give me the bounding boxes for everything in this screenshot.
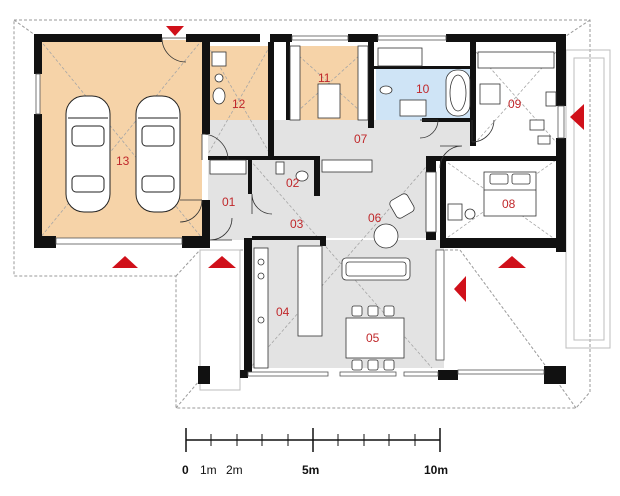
- armchair: [389, 193, 415, 219]
- room-label-02: 02: [286, 176, 300, 190]
- windows: [35, 35, 565, 377]
- room-label-06: 06: [368, 211, 382, 225]
- scale-label-0: 0: [182, 463, 189, 477]
- walls: [34, 34, 566, 384]
- room-label-04: 04: [276, 305, 290, 319]
- entrance-arrow-icon: [112, 26, 584, 302]
- terrace-right: [565, 49, 611, 349]
- room-label-05: 05: [366, 331, 380, 345]
- room-label-13: 13: [116, 154, 130, 168]
- round-table: [373, 223, 399, 249]
- wardrobe: [209, 159, 437, 233]
- scale-bar: 0 1m 2m 5m 10m: [182, 428, 448, 477]
- sofa-icon: [341, 257, 411, 281]
- room-label-10: 10: [416, 82, 430, 96]
- room-label-01: 01: [222, 195, 236, 209]
- scale-label-1m: 1m: [200, 463, 217, 477]
- room-labels: 01 02 03 04 05 06 07 08 09 10 11 12 13: [116, 71, 522, 345]
- room-label-03: 03: [290, 217, 304, 231]
- room-label-11: 11: [318, 71, 331, 85]
- bathtub-icon: [445, 69, 471, 117]
- kitchen-counter: [253, 245, 323, 369]
- room-label-08: 08: [502, 197, 516, 211]
- bedroom-09-furniture: [477, 51, 557, 145]
- utility-fixtures: [211, 51, 227, 105]
- car-icon: [65, 95, 111, 213]
- desk: [447, 203, 476, 221]
- wc-fixtures: [275, 161, 309, 182]
- room-label-07: 07: [354, 132, 368, 146]
- scale-label-5m: 5m: [302, 463, 319, 477]
- table-icon: [345, 305, 405, 371]
- scale-label-10m: 10m: [424, 463, 448, 477]
- terrace-front: [199, 249, 241, 391]
- storage-cabinets: [289, 45, 369, 121]
- room-label-09: 09: [508, 97, 522, 111]
- doors: [161, 37, 495, 241]
- bath-fixtures: [377, 47, 427, 117]
- bed-icon: [483, 171, 537, 217]
- car-icon: [135, 95, 181, 213]
- room-label-12: 12: [232, 97, 246, 111]
- scale-label-2m: 2m: [226, 463, 243, 477]
